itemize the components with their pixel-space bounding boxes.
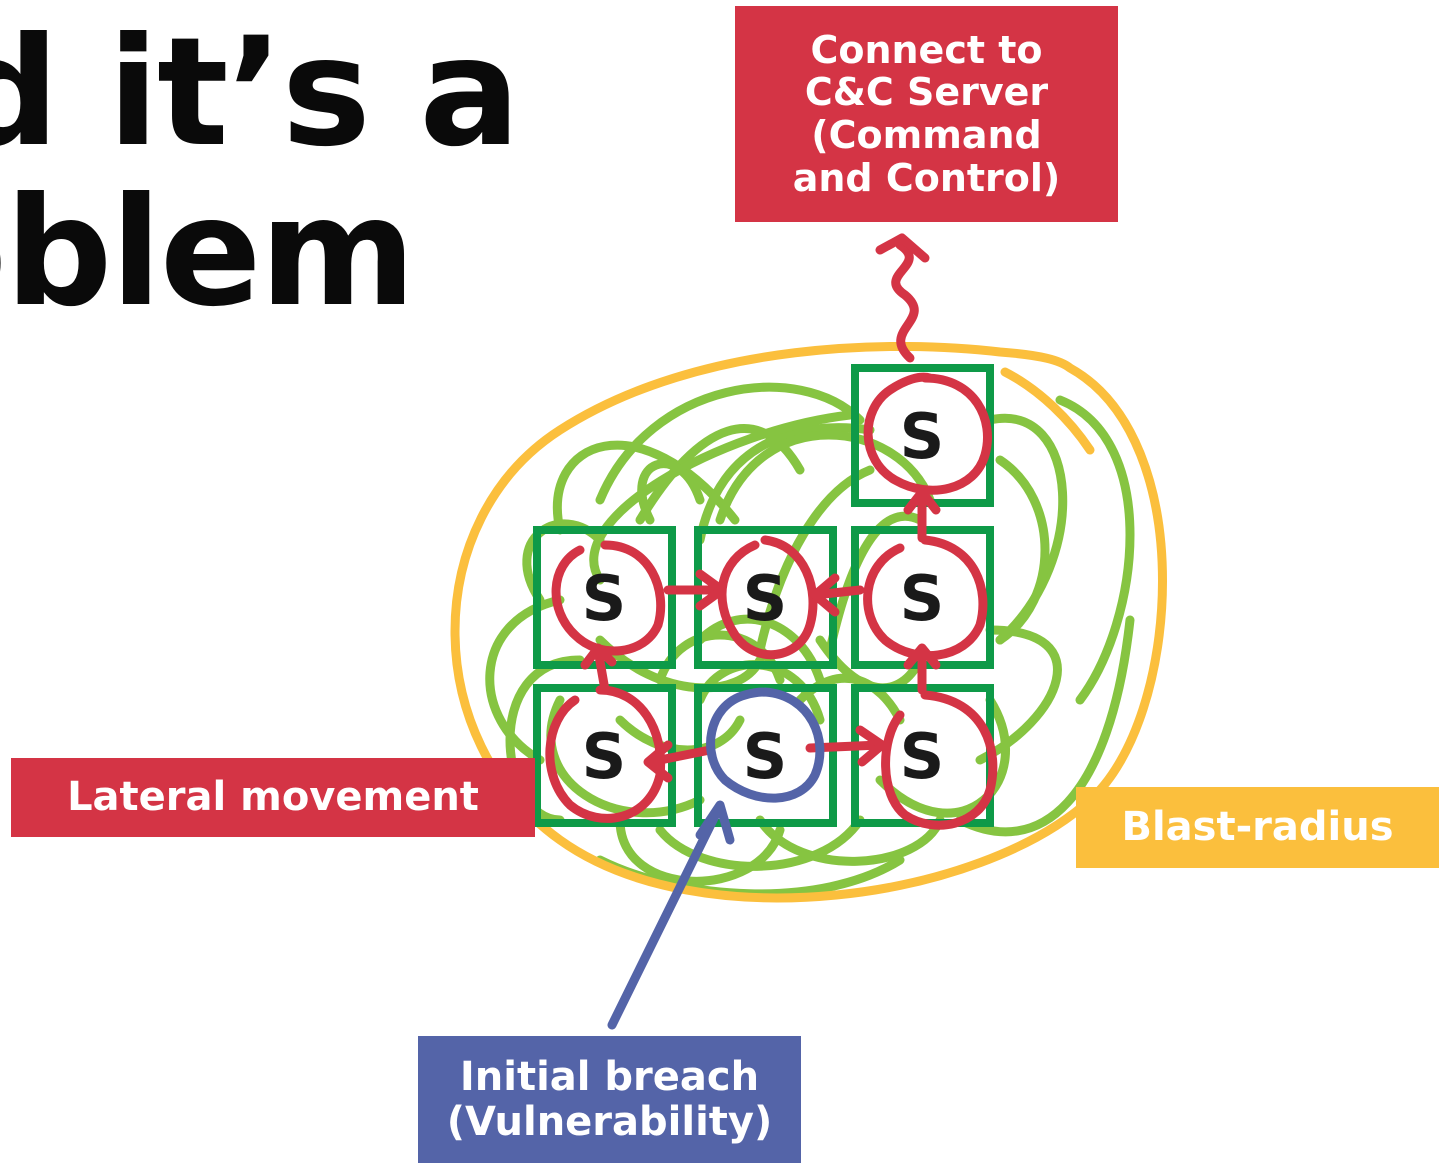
cc-label-line-4: and Control) xyxy=(792,155,1061,200)
service-letter-mid-center: S xyxy=(743,562,788,635)
command-and-control-label: Connect to C&C Server (Command and Contr… xyxy=(735,6,1118,222)
initial-breach-marker xyxy=(607,687,825,1030)
service-letter-top: S xyxy=(900,400,945,473)
initial-breach-line-1: Initial breach xyxy=(459,1053,760,1100)
cc-label-line-2: C&C Server xyxy=(804,70,1049,115)
title-line-1: d it’s a xyxy=(0,6,520,180)
cc-label-line-3: (Command xyxy=(811,113,1042,157)
service-letter-bot-center: S xyxy=(743,720,788,793)
service-letter-bot-right: S xyxy=(900,720,945,793)
blast-radius-label: Blast-radius xyxy=(1076,787,1439,868)
title-line-2: oblem xyxy=(0,166,416,340)
lateral-movement-label: Lateral movement xyxy=(11,758,535,837)
slide-title: d it’s a oblem xyxy=(0,0,700,360)
service-letter-mid-left: S xyxy=(582,562,627,635)
lateral-movement-text: Lateral movement xyxy=(67,774,479,821)
initial-breach-line-2: (Vulnerability) xyxy=(446,1098,773,1145)
service-labels: S S S S S S S xyxy=(582,400,945,793)
cc-label-line-1: Connect to xyxy=(810,27,1043,72)
service-letter-bot-left: S xyxy=(582,720,627,793)
initial-breach-label: Initial breach (Vulnerability) xyxy=(418,1036,801,1163)
lateral-movement-arrows xyxy=(580,233,941,783)
blast-radius-text: Blast-radius xyxy=(1121,804,1394,851)
compromised-rings xyxy=(545,372,998,830)
service-letter-mid-right: S xyxy=(900,562,945,635)
